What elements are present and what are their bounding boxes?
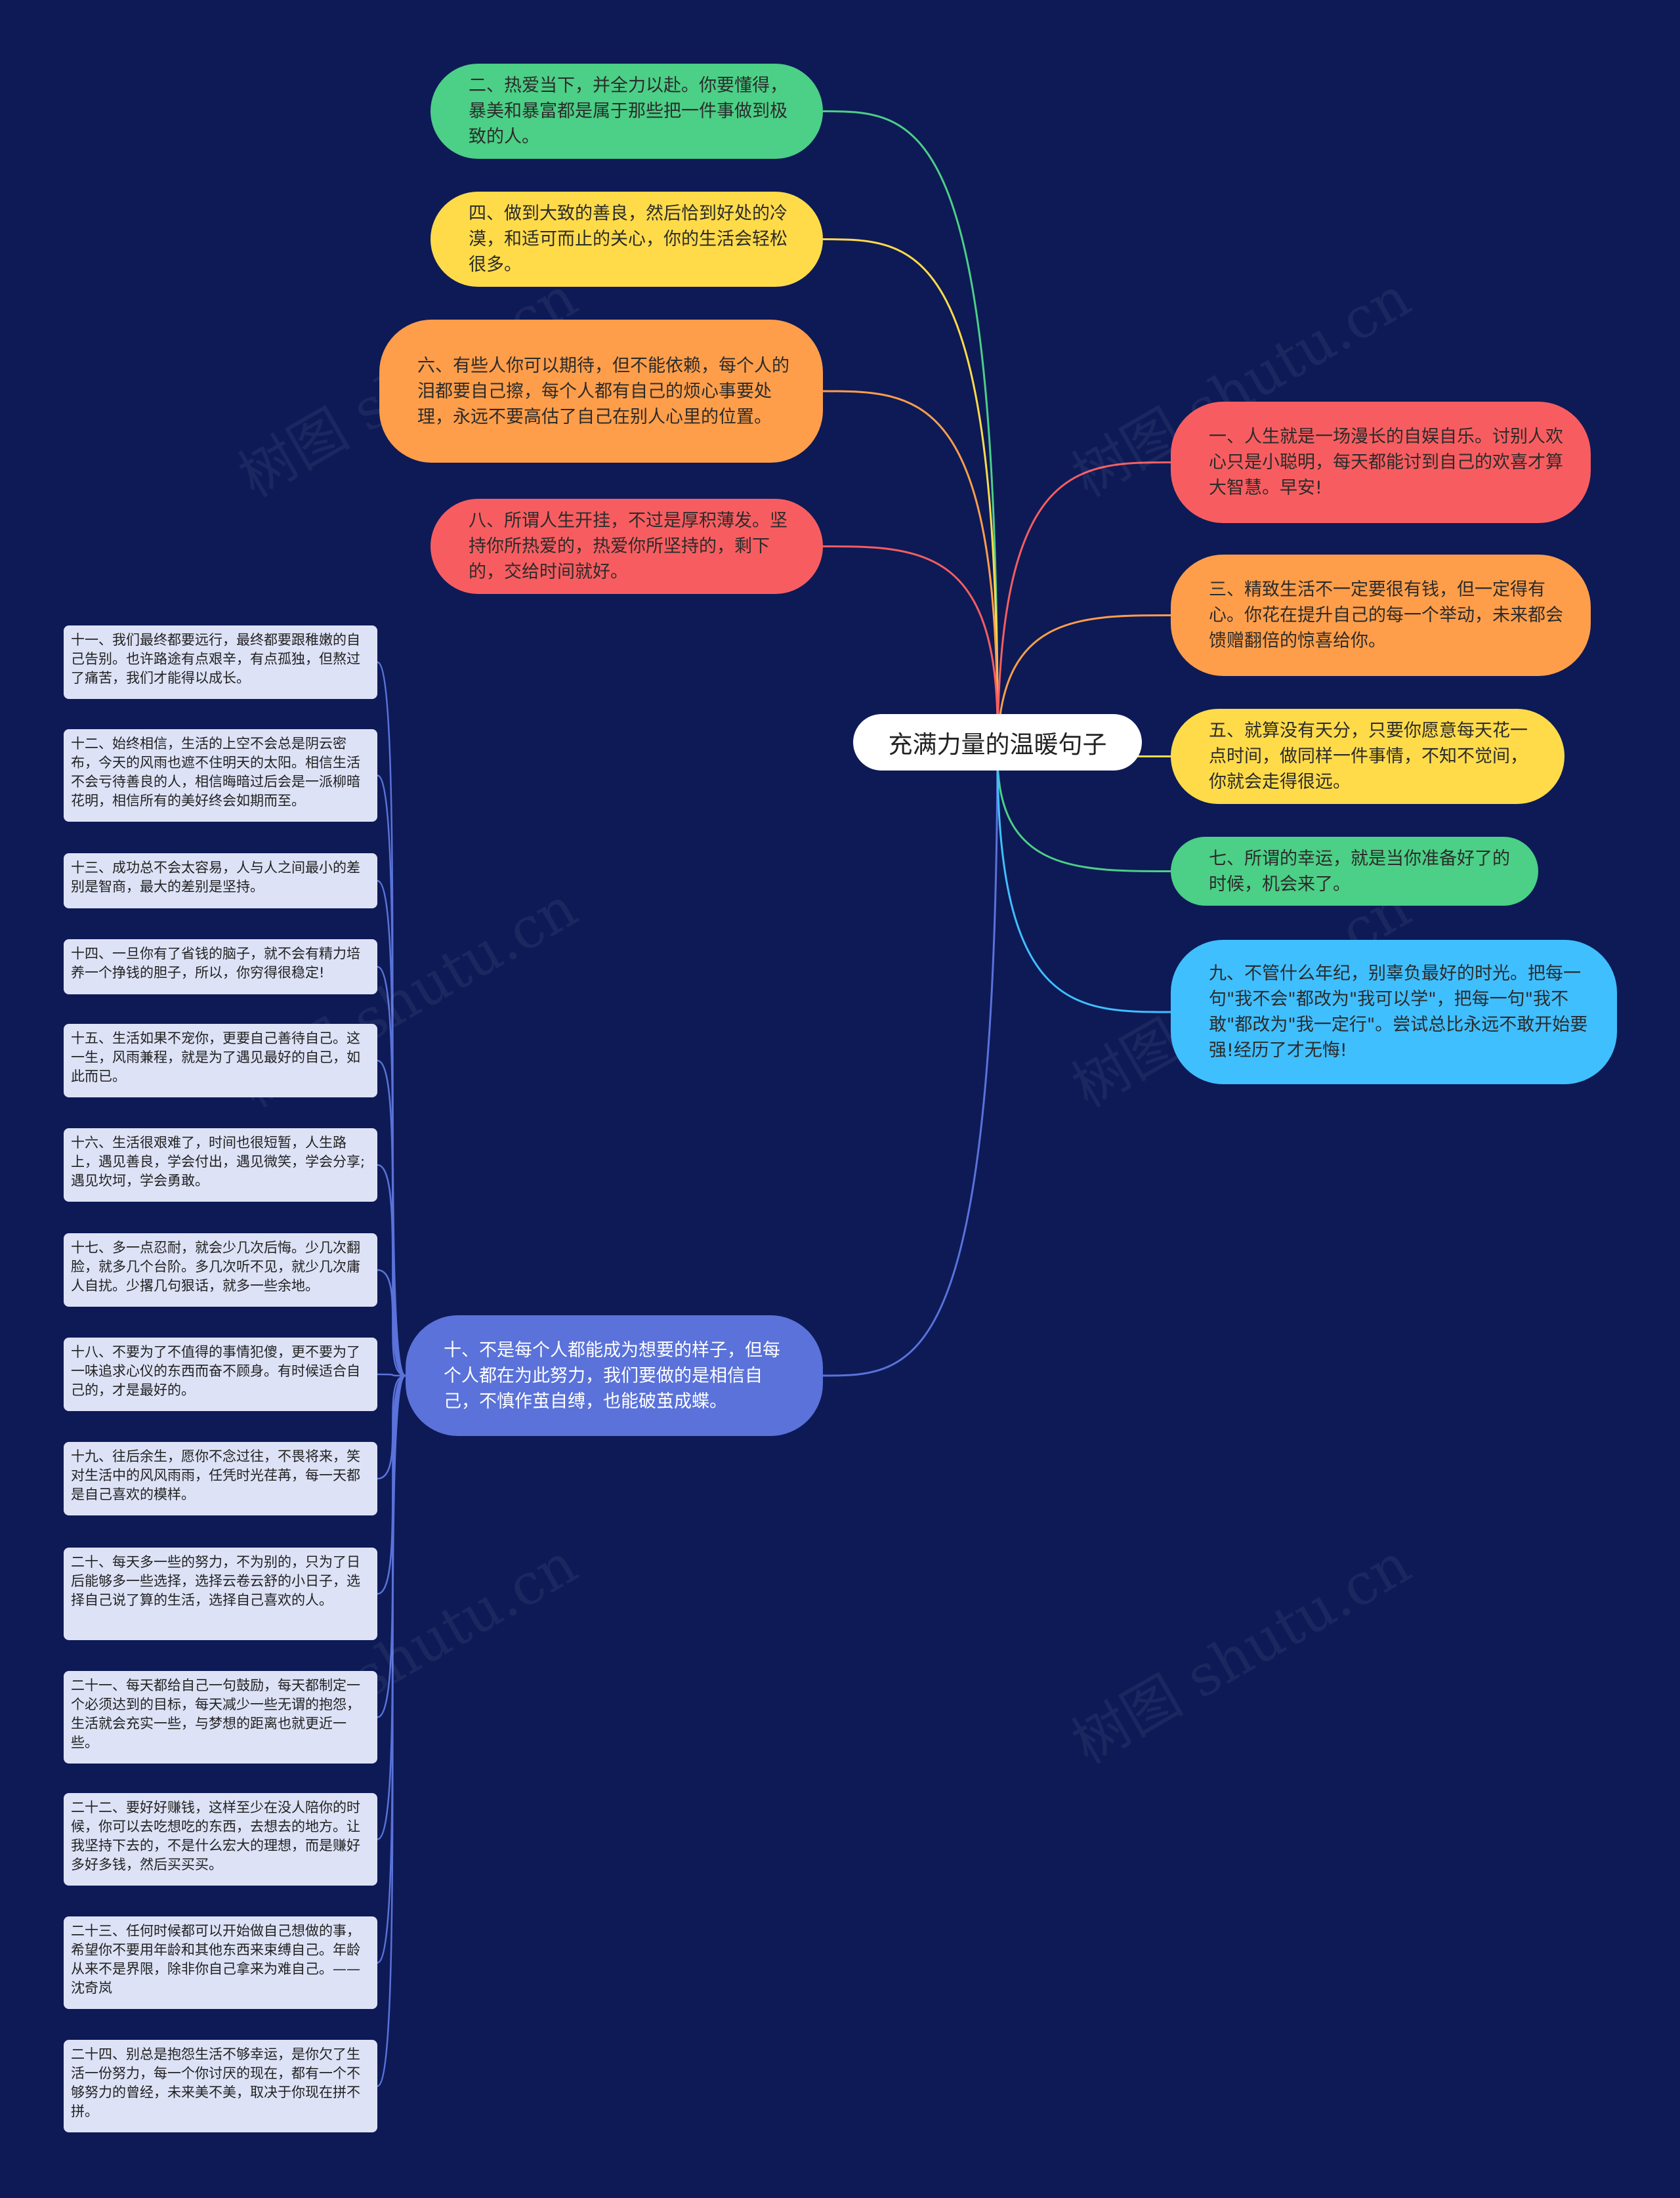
branch-text: 三、精致生活不一定要很有钱，但一定得有心。你花在提升自己的每一个举动，未来都会馈… bbox=[1209, 580, 1563, 651]
sub-item-10[interactable]: 二十、每天多一些的努力，不为别的，只为了日后能够多一些选择，选择云卷云舒的小日子… bbox=[64, 1548, 377, 1640]
branch-text: 六、有些人你可以期待，但不能依赖，每个人的泪都要自己擦，每个人都有自己的烦心事要… bbox=[417, 355, 789, 427]
connector-line bbox=[377, 1374, 406, 1480]
connector-line bbox=[996, 614, 1171, 756]
branch-text: 十、不是每个人都能成为想要的样子，但每个人都在为此努力，我们要做的是相信自己，不… bbox=[444, 1340, 780, 1412]
right-branch-2[interactable]: 三、精致生活不一定要很有钱，但一定得有心。你花在提升自己的每一个举动，未来都会馈… bbox=[1171, 555, 1591, 676]
left-branch-4[interactable]: 八、所谓人生开挂，不过是厚积薄发。坚持你所热爱的，热爱你所坚持的，剩下的，交给时… bbox=[430, 499, 823, 594]
connector-line bbox=[996, 755, 1171, 872]
root-topic[interactable]: 充满力量的温暖句子 bbox=[853, 714, 1142, 771]
branch-text: 二、热爱当下，并全力以赴。你要懂得，暴美和暴富都是属于那些把一件事做到极致的人。 bbox=[469, 75, 788, 147]
left-branch-3[interactable]: 六、有些人你可以期待，但不能依赖，每个人的泪都要自己擦，每个人都有自己的烦心事要… bbox=[379, 320, 823, 463]
connector-line bbox=[377, 1059, 406, 1377]
right-branch-4[interactable]: 七、所谓的幸运，就是当你准备好了的时候，机会来了。 bbox=[1171, 837, 1538, 906]
connector-line bbox=[822, 729, 999, 1377]
left-branch-5[interactable]: 十、不是每个人都能成为想要的样子，但每个人都在为此努力，我们要做的是相信自己，不… bbox=[406, 1315, 823, 1436]
branch-text: 五、就算没有天分，只要你愿意每天花一点时间，做同样一件事情，不知不觉间，你就会走… bbox=[1209, 721, 1528, 792]
left-branch-2[interactable]: 四、做到大致的善良，然后恰到好处的冷漠，和适可而止的关心，你的生活会轻松很多。 bbox=[430, 192, 823, 287]
sub-item-13[interactable]: 二十三、任何时候都可以开始做自己想做的事，希望你不要用年龄和其他东西来束缚自己。… bbox=[64, 1916, 377, 2009]
branch-text: 一、人生就是一场漫长的自娱自乐。讨别人欢心只是小聪明，每天都能讨到自己的欢喜才算… bbox=[1209, 427, 1563, 498]
sub-item-14[interactable]: 二十四、别总是抱怨生活不够幸运，是你欠了生活一份努力，每一个你讨厌的现在，都有一… bbox=[64, 2040, 377, 2132]
right-branch-5[interactable]: 九、不管什么年纪，别辜负最好的时光。把每一句"我不会"都改为"我可以学"，把每一… bbox=[1171, 940, 1617, 1084]
connector-line bbox=[377, 1374, 407, 2087]
connector-line bbox=[996, 461, 1171, 756]
sub-item-8[interactable]: 十八、不要为了不值得的事情犯傻，更不要为了一味追求心仪的东西而奋不顾身。有时候适… bbox=[64, 1338, 377, 1411]
sub-item-3[interactable]: 十三、成功总不会太容易，人与人之间最小的差别是智商，最大的差别是坚持。 bbox=[64, 853, 377, 908]
connector-line bbox=[822, 238, 999, 730]
sub-item-4[interactable]: 十四、一旦你有了省钱的脑子，就不会有精力培养一个挣钱的胆子，所以，你穷得很稳定! bbox=[64, 939, 377, 994]
sub-item-1[interactable]: 十一、我们最终都要远行，最终都要跟稚嫩的自己告别。也许路途有点艰辛，有点孤独，但… bbox=[64, 625, 377, 699]
sub-item-7[interactable]: 十七、多一点忍耐，就会少几次后悔。少几次翻脸，就多几个台阶。多几次听不见，就少几… bbox=[64, 1233, 377, 1307]
connector-line bbox=[377, 1269, 406, 1377]
connector-line bbox=[822, 110, 999, 730]
connector-line bbox=[822, 545, 999, 730]
sub-item-9[interactable]: 十九、往后余生，愿你不念过往，不畏将来，笑对生活中的风风雨雨，任凭时光荏苒，每一… bbox=[64, 1442, 377, 1515]
branch-text: 八、所谓人生开挂，不过是厚积薄发。坚持你所热爱的，热爱你所坚持的，剩下的，交给时… bbox=[469, 511, 788, 582]
sub-item-12[interactable]: 二十二、要好好赚钱，这样至少在没人陪你的时候，你可以去吃想吃的东西，去想去的地方… bbox=[64, 1793, 377, 1886]
connector-line bbox=[996, 755, 1171, 1013]
branch-text: 七、所谓的幸运，就是当你准备好了的时候，机会来了。 bbox=[1209, 848, 1510, 895]
sub-item-11[interactable]: 二十一、每天都给自己一句鼓励，每天都制定一个必须达到的目标，每天减少一些无谓的抱… bbox=[64, 1671, 377, 1764]
right-branch-1[interactable]: 一、人生就是一场漫长的自娱自乐。讨别人欢心只是小聪明，每天都能讨到自己的欢喜才算… bbox=[1171, 402, 1591, 523]
connector-line bbox=[377, 1164, 406, 1377]
sub-item-5[interactable]: 十五、生活如果不宠你，更要自己善待自己。这一生，风雨兼程，就是为了遇见最好的自己… bbox=[64, 1024, 377, 1097]
connector-line bbox=[822, 390, 999, 730]
connector-line bbox=[377, 1373, 406, 1377]
right-branch-3[interactable]: 五、就算没有天分，只要你愿意每天花一点时间，做同样一件事情，不知不觉间，你就会走… bbox=[1171, 709, 1564, 804]
connector-line bbox=[377, 1374, 406, 1595]
sub-item-2[interactable]: 十二、始终相信，生活的上空不会总是阴云密布，今天的风雨也遮不住明天的太阳。相信生… bbox=[64, 729, 377, 822]
sub-item-6[interactable]: 十六、生活很艰难了，时间也很短暂，人生路上，遇见善良，学会付出，遇见微笑，学会分… bbox=[64, 1128, 377, 1202]
branch-text: 四、做到大致的善良，然后恰到好处的冷漠，和适可而止的关心，你的生活会轻松很多。 bbox=[469, 203, 788, 275]
left-branch-1[interactable]: 二、热爱当下，并全力以赴。你要懂得，暴美和暴富都是属于那些把一件事做到极致的人。 bbox=[430, 64, 823, 159]
branch-text: 九、不管什么年纪，别辜负最好的时光。把每一句"我不会"都改为"我可以学"，把每一… bbox=[1209, 963, 1588, 1061]
